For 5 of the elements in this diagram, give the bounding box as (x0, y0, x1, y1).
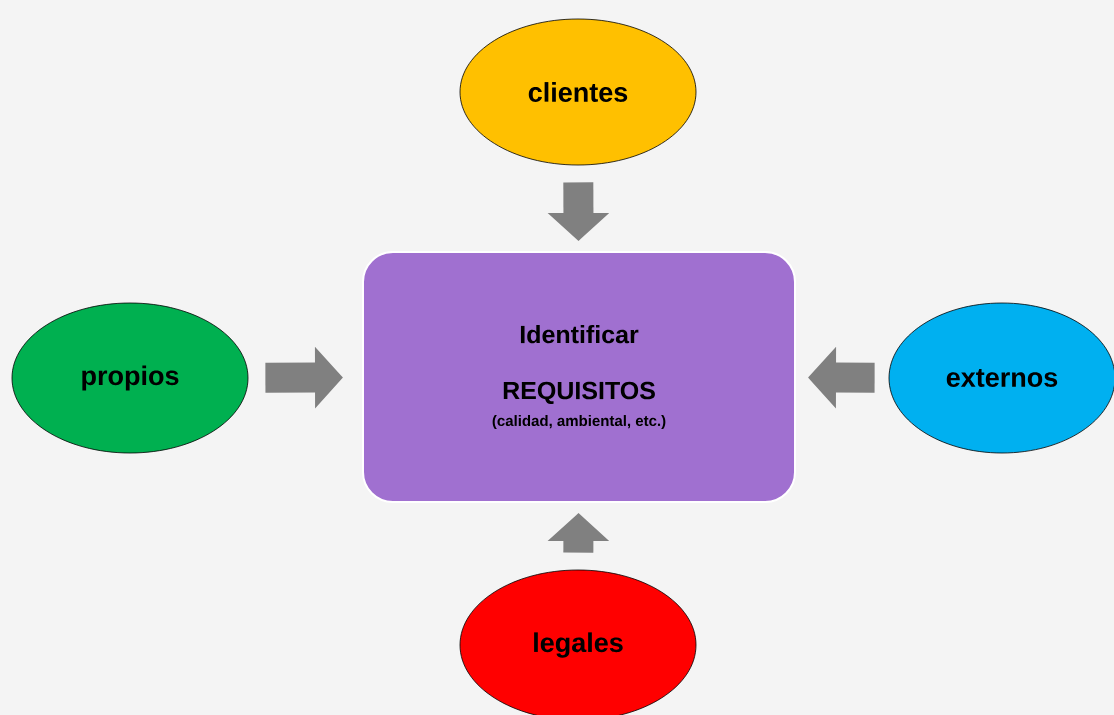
ellipse-node: externos (888, 302, 1114, 454)
ellipse-node: clientes (459, 18, 697, 166)
ellipse-node: legales (459, 569, 697, 715)
process-box: Identificar REQUISITOS (calidad, ambiental, etc.) (362, 251, 796, 503)
ellipse-node: propios (11, 302, 249, 454)
